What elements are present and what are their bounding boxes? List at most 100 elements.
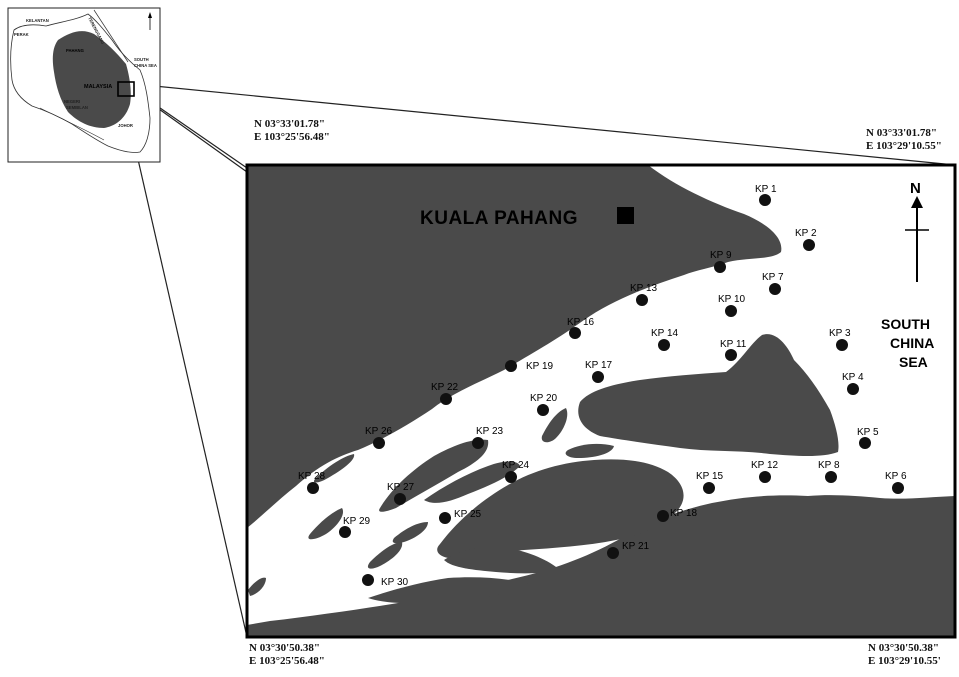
- station-marker-kp-9: [714, 261, 726, 273]
- coord-top-right-lat: N 03°33'01.78": [866, 127, 938, 139]
- station-label-kp-22: KP 22: [431, 382, 458, 393]
- sea-label-line-1: SOUTH: [881, 316, 930, 332]
- station-kp-3: KP 3: [829, 328, 851, 351]
- station-label-kp-27: KP 27: [387, 482, 414, 493]
- station-label-kp-25: KP 25: [454, 509, 481, 520]
- station-kp-18: KP 18: [657, 508, 697, 522]
- station-label-kp-12: KP 12: [751, 460, 778, 471]
- coord-bottom-right-lon: E 103°29'10.55': [868, 655, 941, 667]
- station-kp-24: KP 24: [502, 460, 529, 483]
- island-8: [392, 522, 428, 544]
- inset-label-south: SOUTH: [134, 57, 149, 62]
- inset-label-johor: JOHOR: [118, 123, 133, 128]
- station-kp-14: KP 14: [651, 328, 678, 351]
- station-label-kp-4: KP 4: [842, 372, 864, 383]
- station-kp-29: KP 29: [339, 516, 370, 538]
- coord-bottom-left: N 03°30'50.38" E 103°25'56.48": [249, 642, 325, 668]
- station-label-kp-26: KP 26: [365, 426, 392, 437]
- station-kp-13: KP 13: [630, 283, 657, 306]
- station-marker-kp-5: [859, 437, 871, 449]
- station-kp-11: KP 11: [720, 339, 747, 361]
- station-label-kp-14: KP 14: [651, 328, 678, 339]
- inset-study-area-box: [117, 81, 135, 97]
- detail-map-frame: [245, 163, 957, 639]
- station-kp-20: KP 20: [530, 393, 557, 416]
- island-1: [379, 439, 489, 512]
- station-label-kp-1: KP 1: [755, 184, 777, 195]
- station-label-kp-2: KP 2: [795, 228, 817, 239]
- station-marker-kp-16: [569, 327, 581, 339]
- station-kp-4: KP 4: [842, 372, 864, 395]
- station-label-kp-8: KP 8: [818, 460, 840, 471]
- station-marker-kp-20: [537, 404, 549, 416]
- town-label: KUALA PAHANG: [420, 208, 578, 229]
- station-marker-kp-7: [769, 283, 781, 295]
- island-3: [541, 408, 568, 443]
- sampling-stations: KP 1KP 2KP 3KP 4KP 5KP 6KP 7KP 8KP 9KP 1…: [298, 184, 907, 588]
- station-marker-kp-19: [505, 360, 517, 372]
- station-marker-kp-28: [307, 482, 319, 494]
- station-kp-28: KP 28: [298, 471, 325, 494]
- station-marker-kp-2: [803, 239, 815, 251]
- station-marker-kp-8: [825, 471, 837, 483]
- station-marker-kp-12: [759, 471, 771, 483]
- station-label-kp-16: KP 16: [567, 317, 594, 328]
- sea-label-line-2: CHINA: [890, 335, 934, 351]
- station-marker-kp-1: [759, 194, 771, 206]
- station-label-kp-23: KP 23: [476, 426, 503, 437]
- coord-top-right: N 03°33'01.78" E 103°29'10.55": [866, 127, 942, 153]
- island-11: [248, 577, 266, 596]
- station-label-kp-20: KP 20: [530, 393, 557, 404]
- station-kp-12: KP 12: [751, 460, 778, 483]
- station-label-kp-29: KP 29: [343, 516, 370, 527]
- sea-label-line-3: SEA: [899, 354, 928, 370]
- station-marker-kp-14: [658, 339, 670, 351]
- station-kp-21: KP 21: [607, 541, 649, 559]
- central-island: [437, 459, 684, 558]
- inset-label-negeri: NEGERI: [64, 99, 80, 104]
- station-kp-26: KP 26: [365, 426, 392, 449]
- station-marker-kp-3: [836, 339, 848, 351]
- station-marker-kp-21: [607, 547, 619, 559]
- coord-top-left: N 03°33'01.78" E 103°25'56.48": [254, 118, 330, 144]
- station-label-kp-7: KP 7: [762, 272, 784, 283]
- north-arrow: N: [905, 180, 929, 282]
- station-marker-kp-13: [636, 294, 648, 306]
- station-kp-5: KP 5: [857, 427, 879, 449]
- inset-label-kelantan: KELANTAN: [26, 18, 49, 23]
- station-label-kp-10: KP 10: [718, 294, 745, 305]
- inset-north-arrow: [148, 12, 152, 30]
- station-kp-17: KP 17: [585, 360, 612, 383]
- station-kp-7: KP 7: [762, 272, 784, 295]
- inset-label-malaysia: MALAYSIA: [84, 84, 112, 90]
- station-marker-kp-24: [505, 471, 517, 483]
- inset-label-china_sea: CHINA SEA: [134, 63, 157, 68]
- station-kp-22: KP 22: [431, 382, 458, 405]
- station-marker-kp-18: [657, 510, 669, 522]
- coord-bottom-right-lat: N 03°30'50.38": [868, 642, 940, 654]
- station-label-kp-11: KP 11: [720, 339, 747, 350]
- station-marker-kp-15: [703, 482, 715, 494]
- station-kp-30: KP 30: [362, 574, 408, 588]
- island-10: [368, 577, 530, 604]
- pahang-state-shape: [52, 31, 131, 128]
- station-marker-kp-30: [362, 574, 374, 586]
- station-label-kp-21: KP 21: [622, 541, 649, 552]
- island-5: [313, 454, 355, 483]
- island-6: [308, 508, 344, 540]
- station-kp-27: KP 27: [387, 482, 414, 505]
- station-label-kp-30: KP 30: [381, 577, 408, 588]
- station-kp-10: KP 10: [718, 294, 745, 317]
- station-kp-1: KP 1: [755, 184, 777, 206]
- coord-top-right-lon: E 103°29'10.55": [866, 140, 942, 152]
- station-label-kp-3: KP 3: [829, 328, 851, 339]
- station-label-kp-28: KP 28: [298, 471, 325, 482]
- station-kp-25: KP 25: [439, 509, 481, 524]
- station-marker-kp-23: [472, 437, 484, 449]
- station-label-kp-6: KP 6: [885, 471, 907, 482]
- detail-map: KUALA PAHANG N SOUTH CHINA SEA KP 1 KP 2 K…: [245, 163, 957, 639]
- station-marker-kp-10: [725, 305, 737, 317]
- station-label-kp-19: KP 19: [526, 361, 553, 372]
